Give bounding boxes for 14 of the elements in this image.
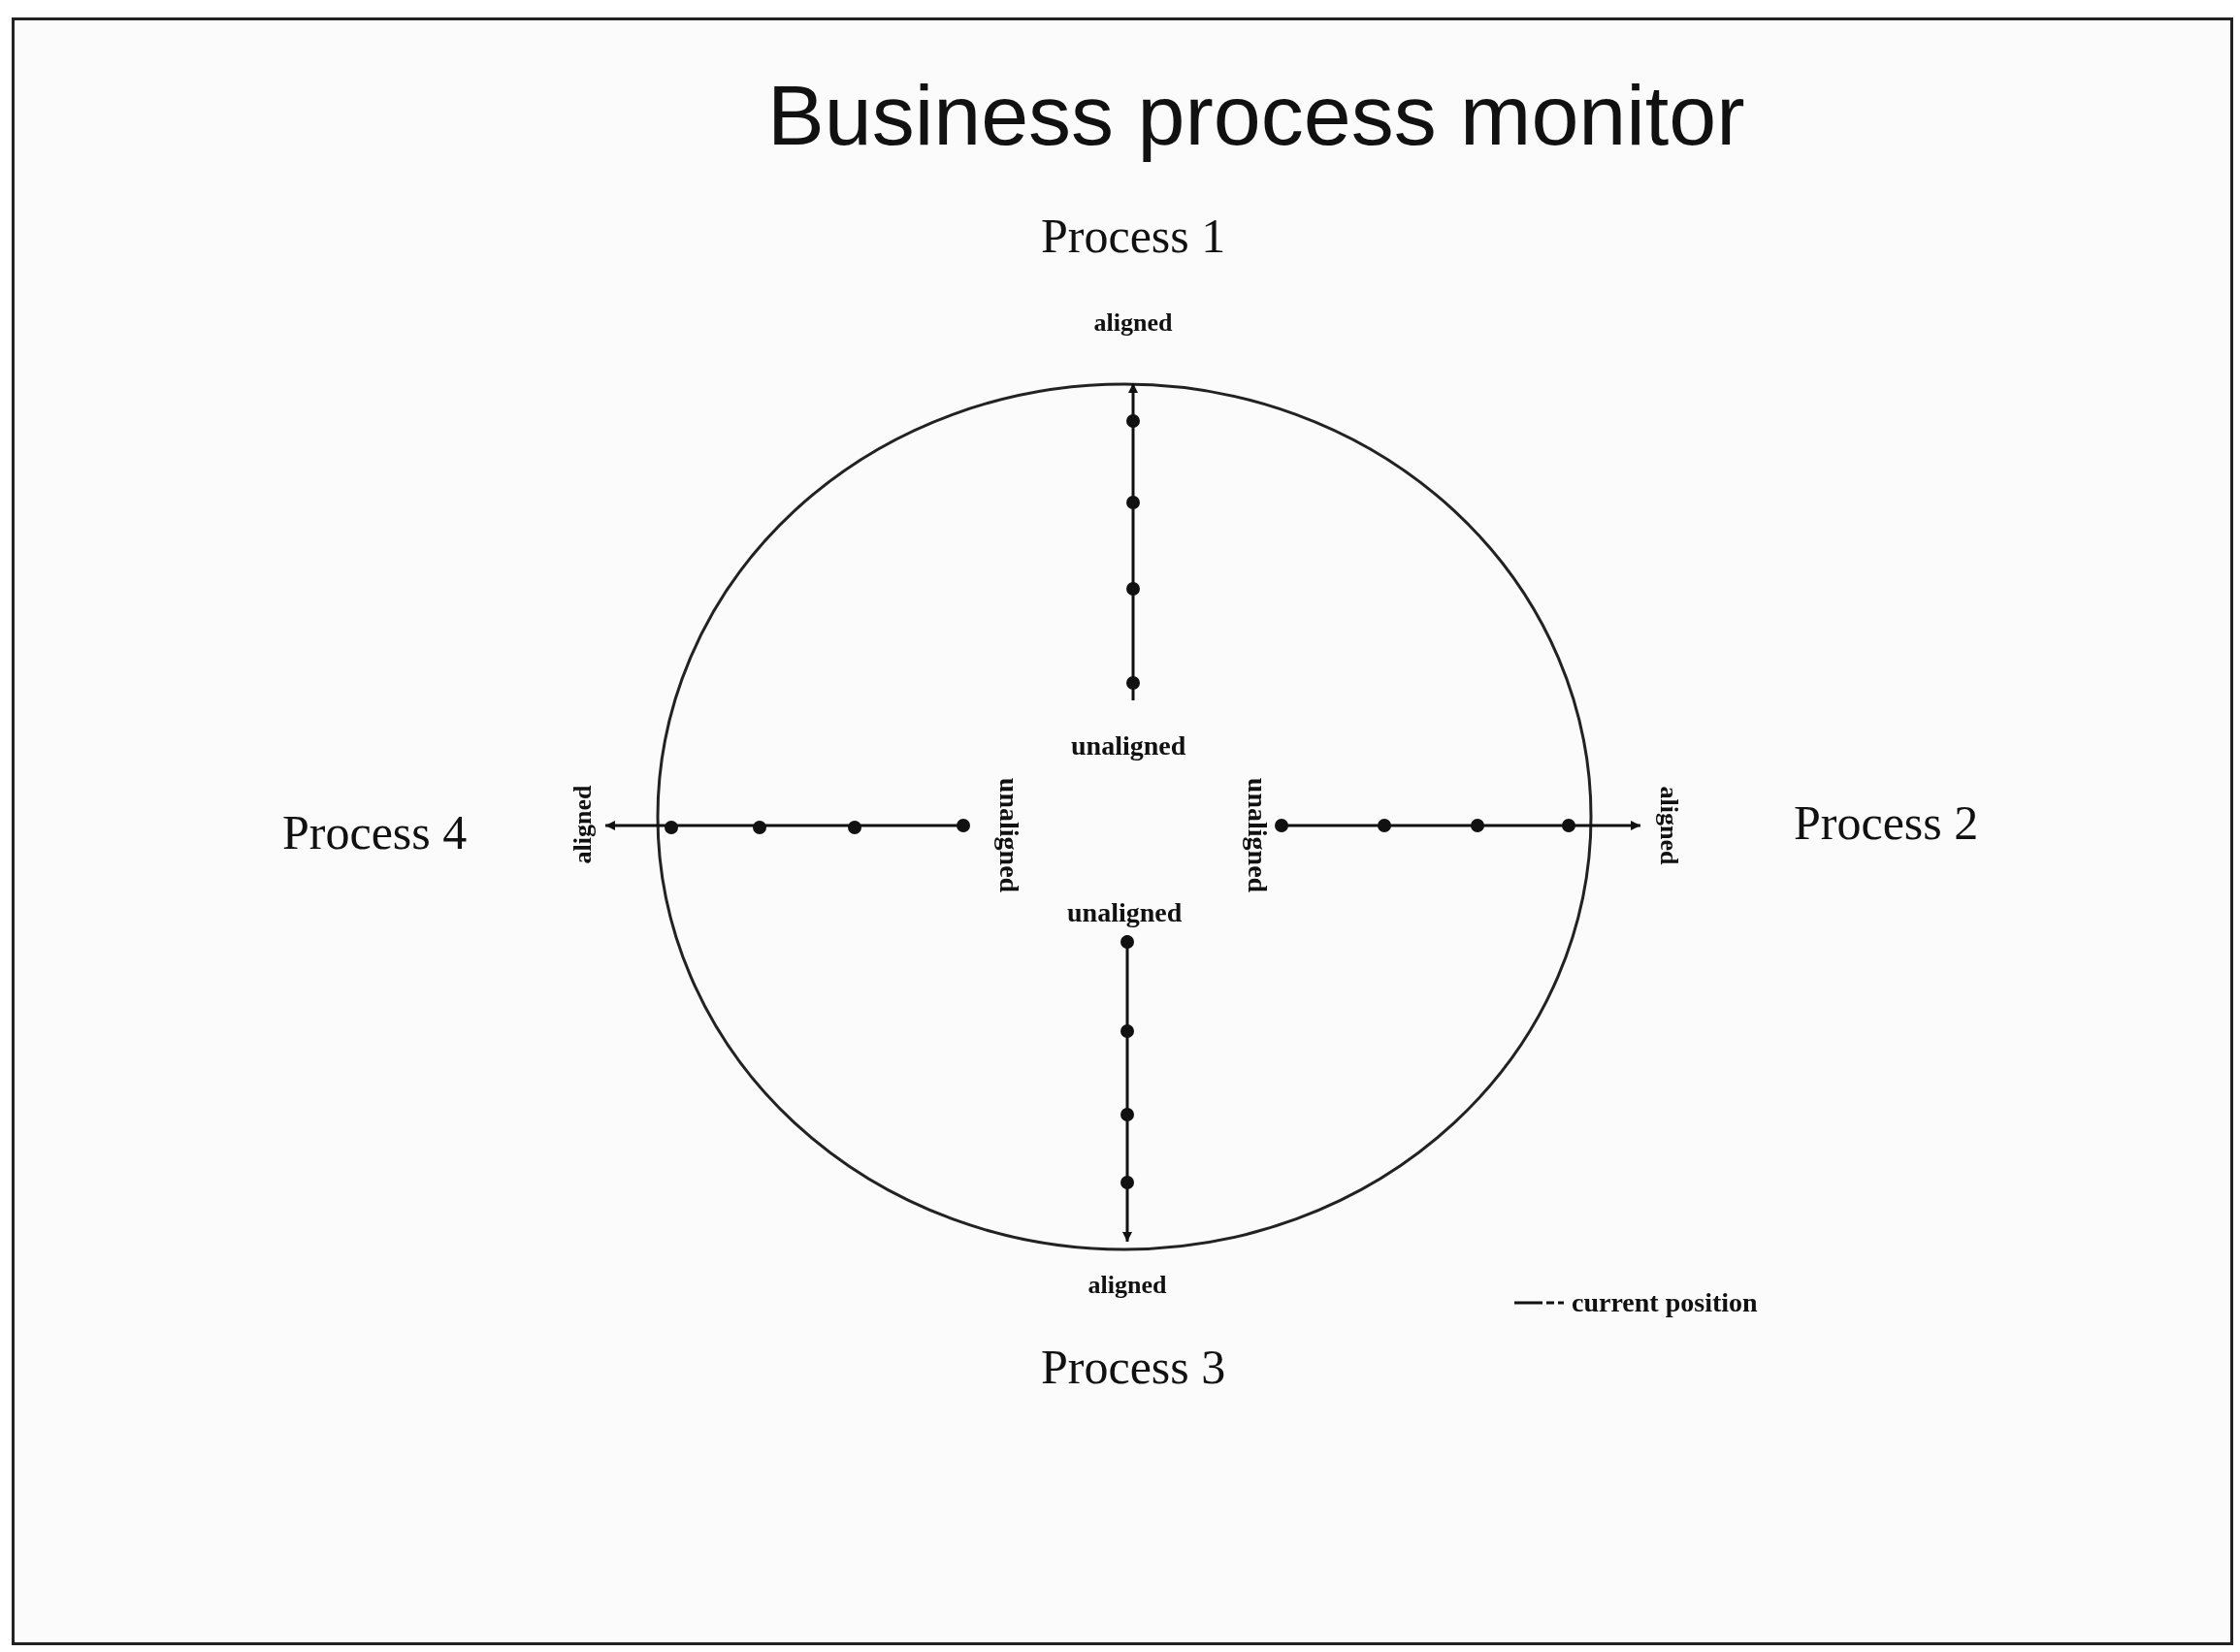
scale-end-label: aligned xyxy=(1088,1271,1167,1300)
process-label: Process 4 xyxy=(282,804,468,860)
process-label: Process 3 xyxy=(1041,1339,1226,1395)
diagram-title: Business process monitor xyxy=(767,65,1745,165)
scale-end-label: aligned xyxy=(1093,308,1173,338)
legend-label: current position xyxy=(1572,1287,1758,1318)
process-label: Process 1 xyxy=(1041,208,1226,264)
scale-end-label: aligned xyxy=(1653,786,1683,865)
scale-end-label: unaligned xyxy=(993,777,1025,893)
scale-end-label: aligned xyxy=(568,785,598,864)
process-label: Process 2 xyxy=(1794,794,1979,851)
scale-end-label: unaligned xyxy=(1071,730,1186,761)
scale-end-label: unaligned xyxy=(1242,777,1274,893)
scale-end-label: unaligned xyxy=(1067,897,1183,928)
